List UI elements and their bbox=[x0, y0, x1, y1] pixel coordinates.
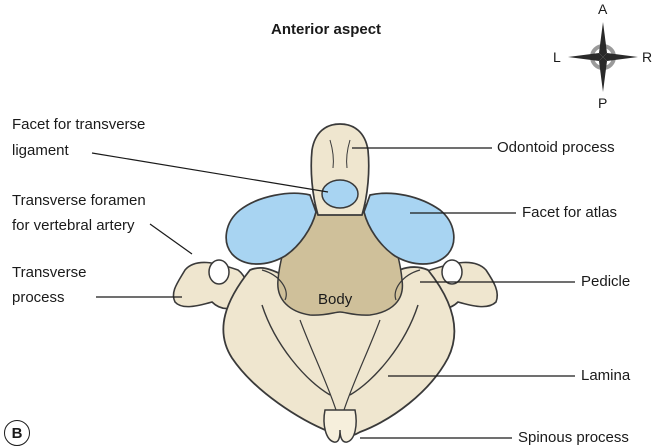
label-transverse-process-2: process bbox=[12, 288, 65, 308]
label-facet-transverse-ligament-2: ligament bbox=[12, 141, 69, 161]
label-odontoid-process: Odontoid process bbox=[497, 138, 615, 158]
panel-label-badge: B bbox=[4, 420, 30, 446]
compass-right-label: R bbox=[642, 49, 652, 65]
label-spinous-process: Spinous process bbox=[518, 428, 629, 448]
label-transverse-process-1: Transverse bbox=[12, 263, 86, 283]
label-lamina: Lamina bbox=[581, 366, 630, 386]
left-transverse-foramen bbox=[209, 260, 229, 284]
label-body: Body bbox=[318, 290, 352, 310]
compass-left-label: L bbox=[553, 49, 561, 65]
compass-anterior-label: A bbox=[598, 1, 607, 17]
figure-title: Anterior aspect bbox=[271, 21, 381, 38]
label-facet-for-atlas: Facet for atlas bbox=[522, 203, 617, 223]
right-transverse-foramen bbox=[442, 260, 462, 284]
label-transverse-foramen-1: Transverse foramen bbox=[12, 191, 146, 211]
facet-for-transverse-ligament bbox=[322, 180, 358, 208]
label-pedicle: Pedicle bbox=[581, 272, 630, 292]
spinous-process bbox=[324, 410, 356, 442]
label-facet-transverse-ligament-1: Facet for transverse bbox=[12, 115, 145, 135]
compass-rose bbox=[568, 22, 638, 92]
label-transverse-foramen-2: for vertebral artery bbox=[12, 216, 135, 236]
compass-posterior-label: P bbox=[598, 95, 607, 111]
